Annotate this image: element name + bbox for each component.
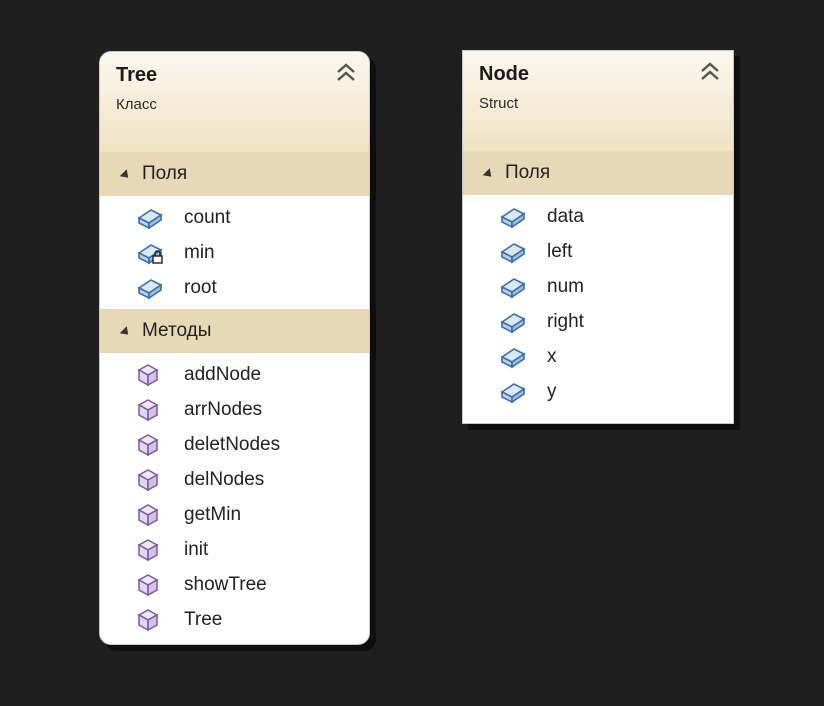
member-label: x xyxy=(547,345,557,367)
shape-header[interactable]: Tree Класс xyxy=(100,52,369,152)
member-label: Tree xyxy=(184,608,223,630)
method-icon xyxy=(136,573,164,597)
member-method[interactable]: delNodes xyxy=(100,462,369,497)
section-fields-header[interactable]: Поля xyxy=(463,151,733,195)
member-label: num xyxy=(547,275,584,297)
member-label: addNode xyxy=(184,363,262,385)
member-label: data xyxy=(547,205,584,227)
fields-list: data left num right x y xyxy=(463,195,733,413)
field-icon xyxy=(499,310,527,334)
shape-kind: Struct xyxy=(479,95,519,112)
member-label: root xyxy=(184,276,217,298)
member-field[interactable]: left xyxy=(463,234,733,269)
field-icon xyxy=(136,276,164,300)
member-label: left xyxy=(547,240,573,262)
method-icon xyxy=(136,608,164,632)
member-label: init xyxy=(184,538,209,560)
section-fields-header[interactable]: Поля xyxy=(100,152,369,196)
member-method[interactable]: arrNodes xyxy=(100,392,369,427)
member-method[interactable]: deletNodes xyxy=(100,427,369,462)
member-method[interactable]: init xyxy=(100,532,369,567)
shape-title: Node xyxy=(479,63,529,85)
struct-shape-node[interactable]: Node Struct Поля data left num right x xyxy=(462,50,734,424)
field-icon xyxy=(499,345,527,369)
member-method[interactable]: Tree xyxy=(100,602,369,637)
member-method[interactable]: getMin xyxy=(100,497,369,532)
method-icon xyxy=(136,503,164,527)
section-label: Поля xyxy=(505,162,551,183)
member-label: getMin xyxy=(184,503,242,525)
member-field[interactable]: root xyxy=(100,270,369,305)
double-chevron-up-icon[interactable] xyxy=(335,62,357,84)
field-icon xyxy=(136,206,164,230)
member-field[interactable]: right xyxy=(463,304,733,339)
field-icon xyxy=(499,240,527,264)
member-label: delNodes xyxy=(184,468,265,490)
member-field[interactable]: x xyxy=(463,339,733,374)
section-methods-header[interactable]: Методы xyxy=(100,309,369,353)
field-icon xyxy=(499,380,527,404)
method-icon xyxy=(136,468,164,492)
private-field-icon xyxy=(136,241,164,265)
member-label: y xyxy=(547,380,557,402)
expanded-triangle-icon[interactable] xyxy=(119,168,132,181)
shape-kind: Класс xyxy=(116,96,157,113)
section-label: Поля xyxy=(142,163,188,184)
method-icon xyxy=(136,433,164,457)
member-label: min xyxy=(184,241,215,263)
fields-list: count min root xyxy=(100,196,369,309)
member-method[interactable]: addNode xyxy=(100,357,369,392)
field-icon xyxy=(499,275,527,299)
member-label: count xyxy=(184,206,231,228)
member-field[interactable]: data xyxy=(463,199,733,234)
field-icon xyxy=(499,205,527,229)
member-field[interactable]: num xyxy=(463,269,733,304)
shape-header[interactable]: Node Struct xyxy=(463,51,733,151)
methods-list: addNode arrNodes deletNodes delNodes get… xyxy=(100,353,369,641)
member-field[interactable]: y xyxy=(463,374,733,409)
member-label: arrNodes xyxy=(184,398,263,420)
member-field[interactable]: count xyxy=(100,200,369,235)
member-label: deletNodes xyxy=(184,433,281,455)
method-icon xyxy=(136,363,164,387)
shape-title: Tree xyxy=(116,64,158,86)
method-icon xyxy=(136,398,164,422)
double-chevron-up-icon[interactable] xyxy=(699,61,721,83)
member-label: right xyxy=(547,310,584,332)
member-field-private[interactable]: min xyxy=(100,235,369,270)
method-icon xyxy=(136,538,164,562)
section-label: Методы xyxy=(142,320,212,341)
expanded-triangle-icon[interactable] xyxy=(482,167,495,180)
member-label: showTree xyxy=(184,573,267,595)
class-shape-tree[interactable]: Tree Класс Поля count min root xyxy=(99,51,370,645)
expanded-triangle-icon[interactable] xyxy=(119,325,132,338)
member-method[interactable]: showTree xyxy=(100,567,369,602)
